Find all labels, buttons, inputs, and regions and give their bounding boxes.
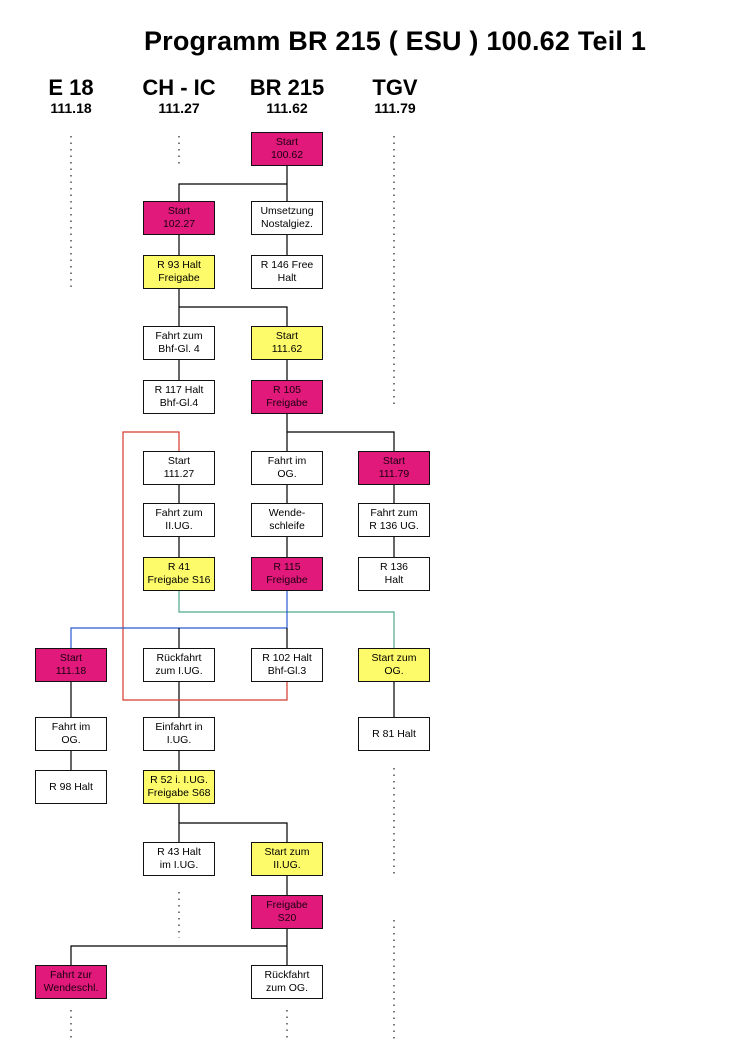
dotted-guides: [70, 136, 395, 1040]
box-start-111-18: Start 111.18: [35, 648, 107, 682]
column-header-tgv: TGV 111.79: [340, 75, 450, 117]
column-header-ch-ic: CH - IC 111.27: [124, 75, 234, 117]
column-header-e18: E 18 111.18: [16, 75, 126, 117]
box-r41: R 41 Freigabe S16: [143, 557, 215, 591]
box-fahrt-im-og: Fahrt im OG.: [251, 451, 323, 485]
column-header-br215: BR 215 111.62: [232, 75, 342, 117]
column-name: TGV: [372, 75, 418, 100]
column-name: BR 215: [249, 75, 325, 100]
page-title: Programm BR 215 ( ESU ) 100.62 Teil 1: [143, 26, 647, 56]
box-r52: R 52 i. I.UG. Freigabe S68: [143, 770, 215, 804]
box-r115: R 115 Freigabe: [251, 557, 323, 591]
column-number: 111.27: [158, 100, 200, 116]
box-r81: R 81 Halt: [358, 717, 430, 751]
box-fahrt-ii-ug: Fahrt zum II.UG.: [143, 503, 215, 537]
box-r93: R 93 Halt Freigabe: [143, 255, 215, 289]
box-fahrt-wendeschl: Fahrt zur Wendeschl.: [35, 965, 107, 999]
box-wendeschleife: Wende- schleife: [251, 503, 323, 537]
box-start-111-79: Start 111.79: [358, 451, 430, 485]
box-fahrt-im-og-e18: Fahrt im OG.: [35, 717, 107, 751]
box-r146: R 146 Free Halt: [251, 255, 323, 289]
column-number: 111.62: [266, 100, 308, 116]
box-rueckfahrt-og: Rückfahrt zum OG.: [251, 965, 323, 999]
red-route-line: [122, 431, 288, 701]
flow-connectors: [70, 166, 395, 965]
box-r102: R 102 Halt Bhf-Gl.3: [251, 648, 323, 682]
box-start-zum-og: Start zum OG.: [358, 648, 430, 682]
column-name: CH - IC: [142, 75, 216, 100]
box-freigabe-s20: Freigabe S20: [251, 895, 323, 929]
box-start-111-62: Start 111.62: [251, 326, 323, 360]
box-start-100-62: Start 100.62: [251, 132, 323, 166]
column-name: E 18: [48, 75, 94, 100]
box-r105: R 105 Freigabe: [251, 380, 323, 414]
box-r117: R 117 Halt Bhf-Gl.4: [143, 380, 215, 414]
box-start-102-27: Start 102.27: [143, 201, 215, 235]
box-r43: R 43 Halt im I.UG.: [143, 842, 215, 876]
column-number: 111.18: [50, 100, 92, 116]
box-rueckfahrt-i-ug: Rückfahrt zum I.UG.: [143, 648, 215, 682]
box-r136: R 136 Halt: [358, 557, 430, 591]
box-fahrt-bhf-gl4: Fahrt zum Bhf-Gl. 4: [143, 326, 215, 360]
box-umsetzung: Umsetzung Nostalgiez.: [251, 201, 323, 235]
box-start-111-27: Start 111.27: [143, 451, 215, 485]
box-fahrt-r136-ug: Fahrt zum R 136 UG.: [358, 503, 430, 537]
column-number: 111.79: [374, 100, 416, 116]
box-einfahrt-i-ug: Einfahrt in I.UG.: [143, 717, 215, 751]
box-r98: R 98 Halt: [35, 770, 107, 804]
box-start-zum-ii-ug: Start zum II.UG.: [251, 842, 323, 876]
